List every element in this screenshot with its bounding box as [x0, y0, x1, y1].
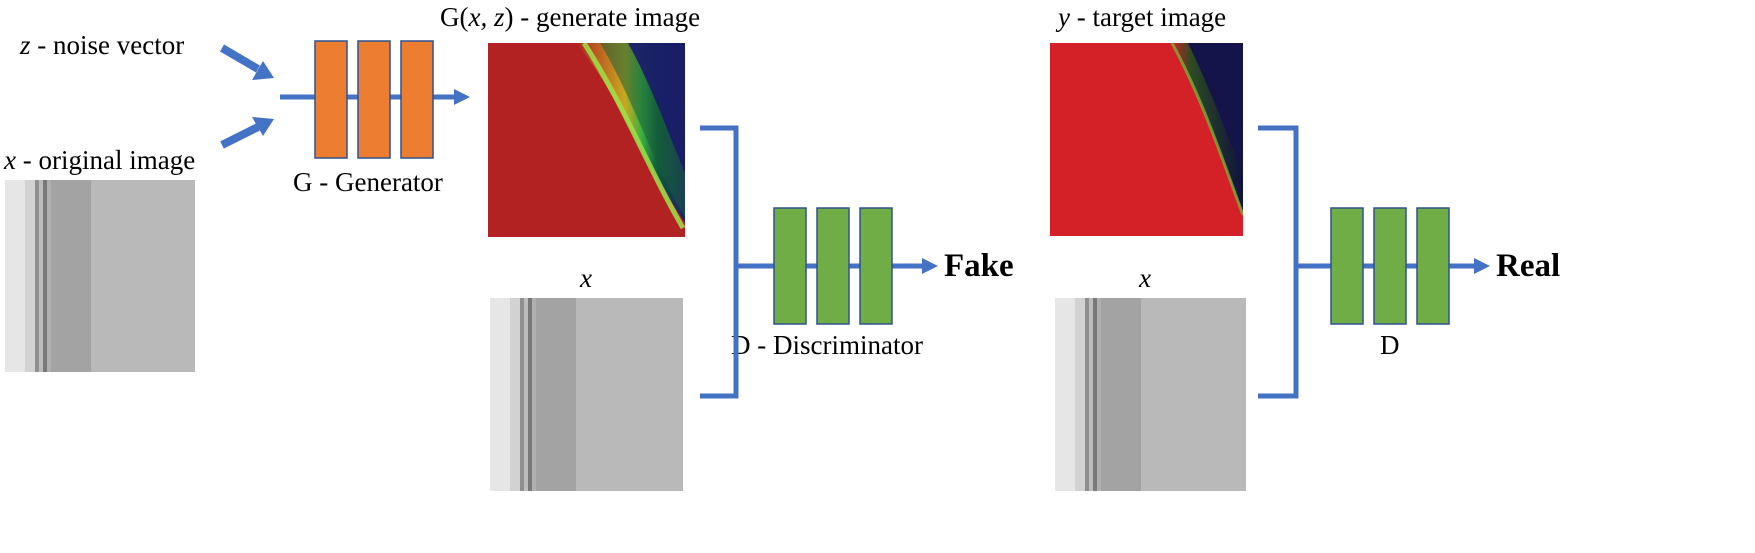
target-image	[1050, 43, 1243, 236]
discriminator-real-layer-2	[1373, 207, 1407, 325]
generator-layer-1	[314, 40, 348, 159]
noise-vector-label: z - noise vector	[20, 30, 185, 60]
original-image-label: x - original image	[4, 145, 196, 175]
fake-output-label: Fake	[944, 248, 1014, 284]
original-image-x	[5, 180, 195, 372]
discriminator-real-layer-3	[1416, 207, 1450, 325]
generated-image	[488, 43, 685, 237]
noise-input-arrow	[219, 44, 274, 80]
generator-layer-3	[400, 40, 434, 159]
discriminator-fake-layer-1	[773, 207, 807, 325]
discriminator-short-label: D	[1380, 330, 1400, 360]
discriminator-fake-layer-2	[816, 207, 850, 325]
x-label-real-branch: x	[1139, 263, 1151, 293]
target-image-label: y - target image	[1058, 2, 1227, 32]
condition-image-x-real	[1055, 298, 1246, 491]
discriminator-fake-layer-3	[859, 207, 893, 325]
discriminator-label: D - Discriminator	[731, 330, 923, 360]
real-pair-bracket	[1258, 125, 1299, 399]
condition-image-x-fake	[490, 298, 683, 491]
fake-pair-bracket	[700, 125, 739, 399]
generator-layer-2	[357, 40, 391, 159]
discriminator-real-layer-1	[1330, 207, 1364, 325]
image-input-arrow	[220, 117, 274, 149]
real-output-label: Real	[1496, 248, 1561, 284]
generator-label: G - Generator	[293, 167, 443, 197]
generated-image-label: G(x, z) - generate image	[440, 2, 701, 32]
x-label-fake-branch: x	[580, 263, 592, 293]
